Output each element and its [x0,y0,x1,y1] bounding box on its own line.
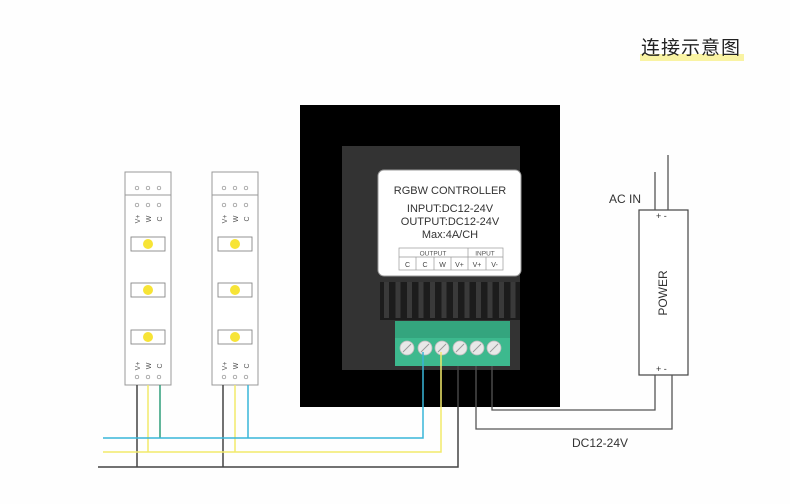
ac-in-label: AC IN [609,192,641,206]
screw-slot [489,343,499,353]
vent-slot [430,282,435,318]
screw-slot [472,343,482,353]
strip-pin-label: C [157,363,164,368]
terminal-label: V+ [473,262,482,269]
strip-pin-label: V+ [222,362,229,371]
terminal-label: V+ [455,262,464,269]
vent-slot [487,282,493,318]
strip-pin-label: W [233,215,240,222]
vent-slot [441,282,447,318]
input-spec: INPUT:DC12-24V [407,203,494,215]
led-light [230,285,240,295]
screw-slot [402,343,412,353]
power-bottom-polarity: + - [656,364,667,374]
strip-pin-label: C [244,363,251,368]
group-output-label: OUTPUT [420,251,447,258]
vent-slot [418,282,424,318]
terminal-label: C [405,262,410,269]
vplus-bus-wire [98,366,459,468]
strip-pin-label: W [233,362,240,369]
dc-wire-positive [491,366,656,411]
strip-pin-label: C [244,216,251,221]
group-input-label: INPUT [475,251,495,258]
output-spec: OUTPUT:DC12-24V [401,216,500,228]
vent-slot [453,282,458,318]
strip-pin-label: W [146,215,153,222]
screw-slot [420,343,430,353]
c-bus-wire [103,352,424,439]
led-light [230,332,240,342]
strip-pin-label: C [157,216,164,221]
vent-slot [464,282,470,318]
dc-voltage-label: DC12-24V [572,436,628,450]
led-light [143,332,153,342]
controller-vents [380,282,520,320]
led-light [230,239,240,249]
strip-pin-label: V+ [222,215,229,224]
vent-slot [395,282,401,318]
diagram-title: 连接示意图 [641,37,742,59]
strip-pin-label: V+ [135,215,142,224]
strip-pin-label: V+ [135,362,142,371]
terminal-table [398,247,504,271]
terminal-label: W [439,262,446,269]
label-plate [377,169,522,277]
title-highlight [640,54,744,61]
led-light [143,285,153,295]
terminal-label: C [422,262,427,269]
screw-slot [455,343,465,353]
power-top-polarity: + - [656,211,667,221]
vent-slot [384,282,389,318]
dc-wire-negative [475,366,673,430]
vent-slot [499,282,504,318]
max-spec: Max:4A/CH [422,229,478,241]
terminal-label: V- [491,262,498,269]
controller-name: RGBW CONTROLLER [394,185,507,197]
vent-slot [510,282,516,318]
terminal-block-top [395,321,510,338]
vent-slot [476,282,481,318]
vent-slot [407,282,412,318]
power-label: POWER [656,270,670,316]
power-supply [638,209,689,376]
strip-pin-label: W [146,362,153,369]
screw-slot [437,343,447,353]
w-bus-wire [103,352,442,453]
led-light [143,239,153,249]
